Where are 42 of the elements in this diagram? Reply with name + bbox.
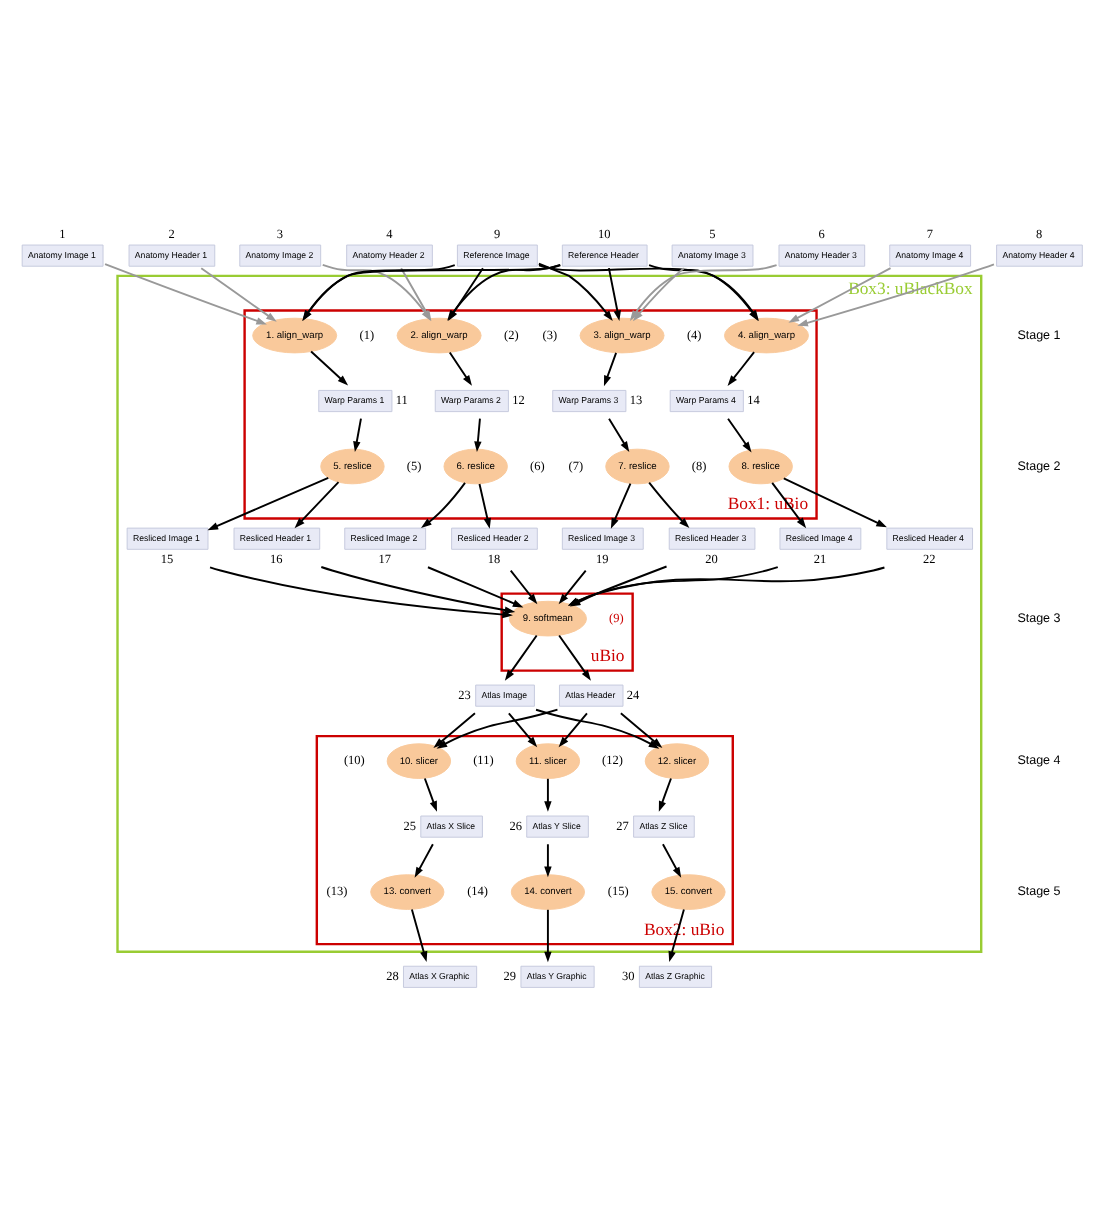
arrow: [209, 566, 513, 619]
arrow: [782, 477, 887, 528]
arrow: [661, 843, 682, 878]
arrow: [436, 708, 559, 749]
arrow: [200, 267, 277, 322]
arrow: [619, 712, 663, 749]
arrow: [509, 569, 538, 605]
arrow: [603, 351, 618, 387]
arrow: [648, 264, 759, 321]
arrow: [310, 350, 349, 386]
arrow: [504, 634, 538, 681]
arrow: [558, 634, 591, 681]
arrow: [507, 712, 538, 748]
arrow: [104, 263, 267, 325]
arrow: [797, 263, 995, 327]
arrow: [727, 417, 752, 453]
arrow: [474, 417, 482, 453]
arrow: [648, 481, 690, 528]
arrow: [558, 712, 588, 748]
arrow: [426, 566, 524, 608]
arrow: [448, 351, 472, 386]
arrow: [544, 843, 552, 878]
arrow: [607, 267, 621, 322]
arrow: [610, 482, 632, 529]
arrow: [544, 777, 552, 812]
arrow: [353, 417, 362, 453]
arrow: [544, 908, 552, 963]
arrow: [207, 476, 330, 531]
arrow: [535, 708, 660, 749]
arrow: [478, 483, 491, 529]
arrow: [423, 777, 437, 812]
arrow: [727, 351, 756, 386]
arrow: [658, 777, 672, 812]
arrow: [788, 267, 892, 323]
arrow: [414, 843, 434, 878]
arrow: [608, 417, 630, 453]
arrow: [294, 481, 340, 529]
arrow: [320, 566, 516, 614]
arrow: [433, 712, 476, 749]
arrow: [537, 262, 613, 322]
arrow: [421, 481, 466, 528]
arrow: [410, 908, 428, 963]
